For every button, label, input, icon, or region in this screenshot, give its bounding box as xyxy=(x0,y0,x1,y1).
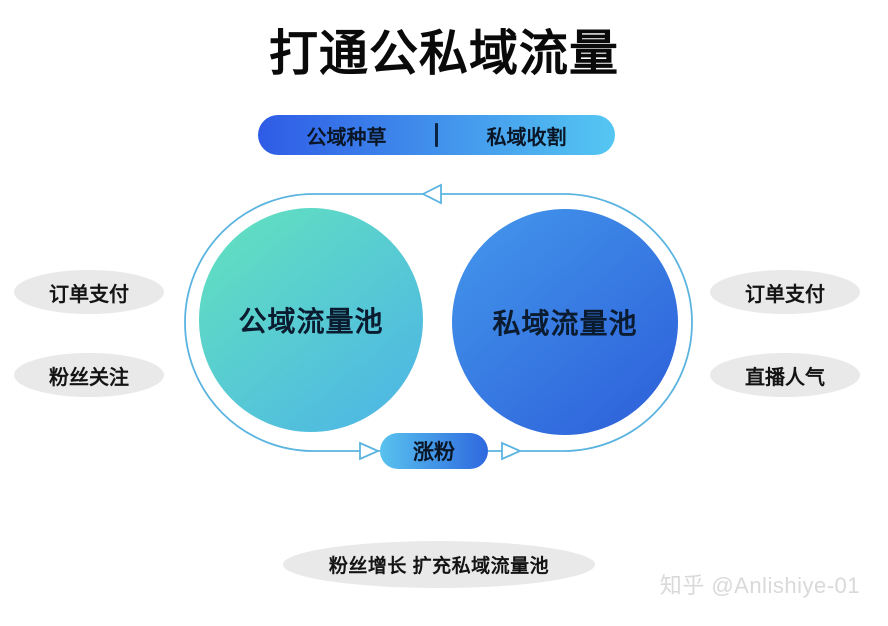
label-order-payment-right: 订单支付 xyxy=(710,270,860,314)
header-left-label: 公域种草 xyxy=(306,126,387,149)
header-divider xyxy=(435,123,438,147)
bottom-note-ellipse: 粉丝增长 扩充私域流量池 xyxy=(283,541,595,588)
zhihu-watermark: 知乎 @Anlishiye-01 xyxy=(659,573,860,598)
header-right-label: 私域收割 xyxy=(486,126,567,149)
label-order-payment-left: 订单支付 xyxy=(14,270,164,314)
header-pill: 公域种草 私域收割 xyxy=(258,115,615,155)
arrow-right-icon xyxy=(501,441,523,461)
public-traffic-pool-circle: 公域流量池 xyxy=(199,208,423,432)
page-title: 打通公私域流量 xyxy=(268,27,619,81)
grow-fans-label: 涨粉 xyxy=(413,441,455,464)
label-live-popularity-right: 直播人气 xyxy=(710,353,860,397)
label-text: 订单支付 xyxy=(49,283,129,306)
arrow-right-icon xyxy=(359,441,381,461)
label-fan-follow-left: 粉丝关注 xyxy=(14,353,164,397)
private-traffic-pool-circle: 私域流量池 xyxy=(452,209,678,435)
label-text: 订单支付 xyxy=(745,283,825,306)
private-pool-label: 私域流量池 xyxy=(492,308,638,339)
label-text: 粉丝关注 xyxy=(49,366,129,389)
bottom-note-text: 粉丝增长 扩充私域流量池 xyxy=(328,556,550,577)
public-pool-label: 公域流量池 xyxy=(238,306,384,337)
grow-fans-pill: 涨粉 xyxy=(380,433,488,469)
label-text: 直播人气 xyxy=(745,366,825,389)
arrow-left-icon xyxy=(420,183,442,205)
